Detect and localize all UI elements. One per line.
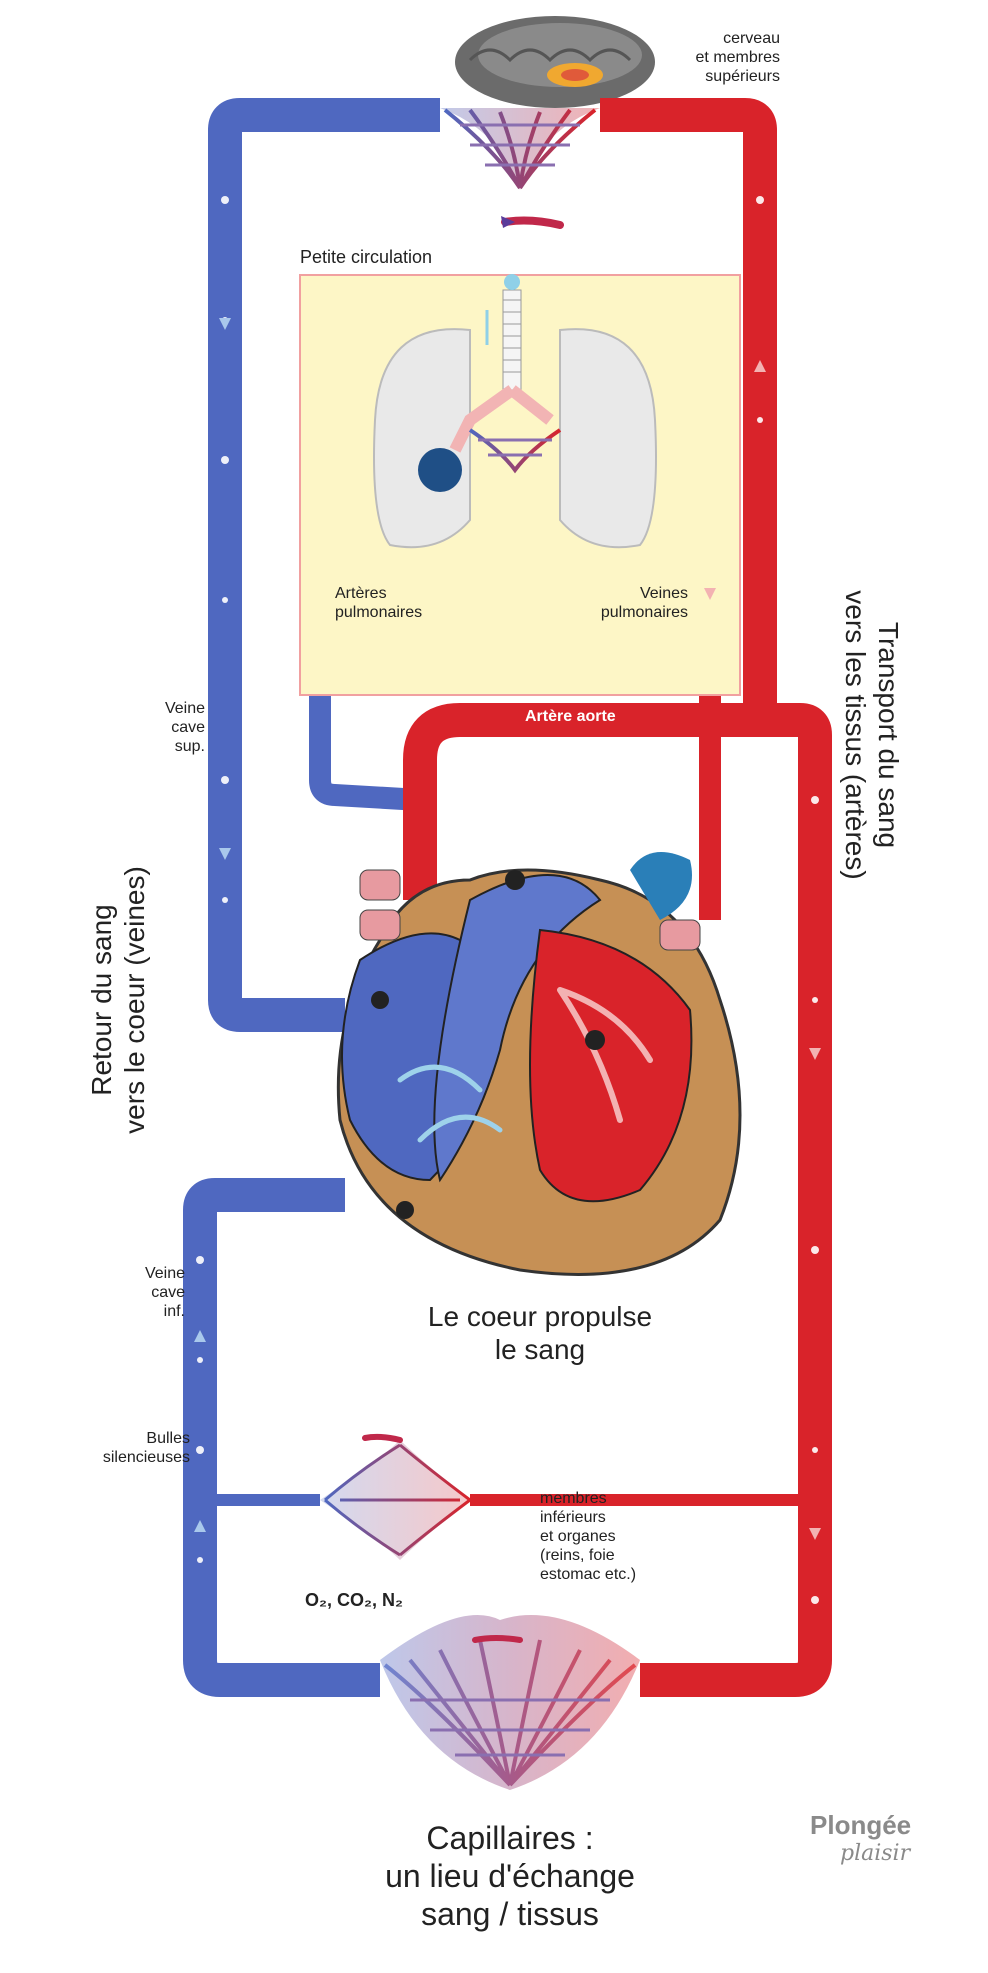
pulmonary-arteries-label: Artères pulmonaires: [335, 585, 422, 623]
aorta-label: Artère aorte: [525, 708, 616, 727]
return-title: Retour du sang vers le coeur (veines): [85, 790, 151, 1210]
vena-cava-inferior-path: [200, 1195, 800, 1680]
vena-cava-inf-label: Veine cave inf.: [90, 1265, 185, 1322]
brain-label: cerveau et membres supérieurs: [640, 30, 780, 87]
lower-body-label: membres inférieurs et organes (reins, fo…: [540, 1490, 636, 1584]
vena-cava-sup-label: Veine cave sup.: [110, 700, 205, 757]
small-circulation-panel: [300, 274, 740, 695]
brand-logo: Plongée plaisir: [810, 1810, 960, 1867]
transport-title: Transport du sang vers les tissus (artèr…: [839, 515, 905, 955]
pulmonary-veins-label: Veines pulmonaires: [560, 585, 688, 623]
small-circulation-title: Petite circulation: [300, 247, 432, 268]
bubbles-label: Bulles silencieuses: [20, 1430, 190, 1468]
gases-label: O₂, CO₂, N₂: [305, 1590, 403, 1611]
bottom-capillary-bed: [380, 1615, 640, 1790]
capillaries-label: Capillaires : un lieu d'échange sang / t…: [300, 1820, 720, 1933]
upper-capillary-bed: [440, 108, 600, 228]
heart-icon: [338, 852, 740, 1274]
brain-icon: [455, 16, 655, 108]
middle-capillary-bed: [320, 1437, 470, 1560]
heart-caption: Le coeur propulse le sang: [370, 1300, 710, 1366]
